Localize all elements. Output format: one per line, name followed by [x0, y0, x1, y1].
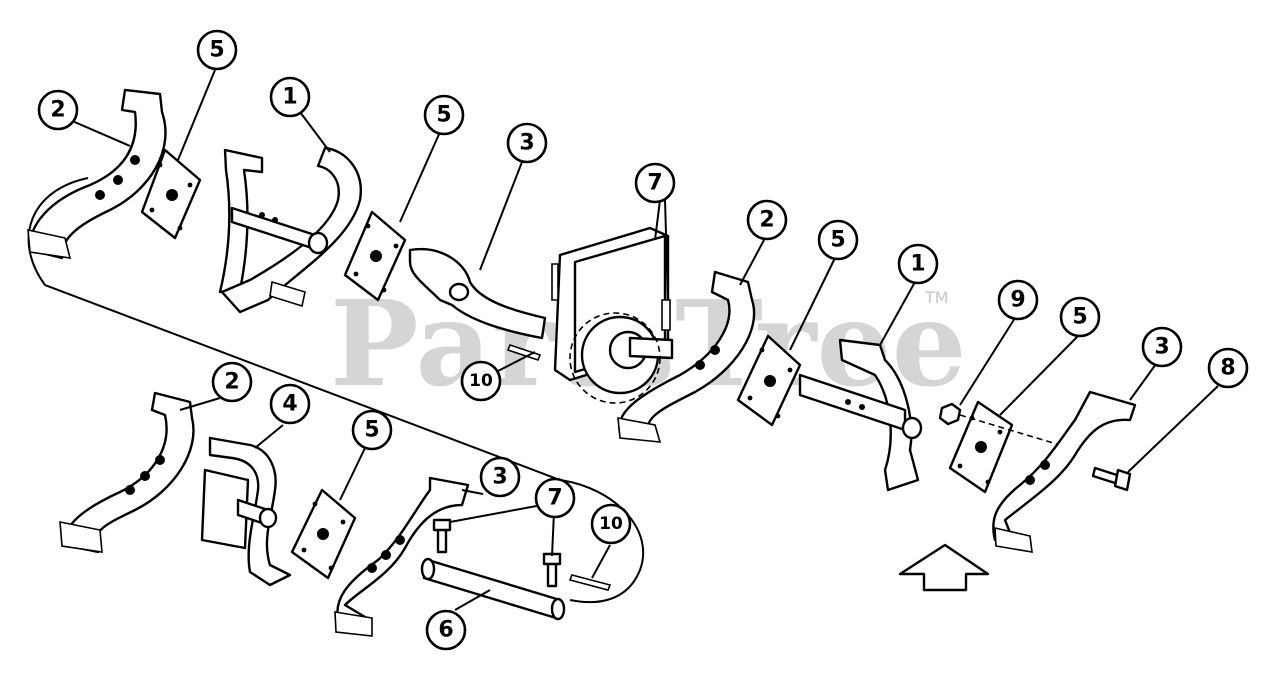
tine-outer-3-upper — [408, 247, 547, 340]
callout-label: 5 — [209, 38, 224, 63]
callout-3: 3 — [479, 456, 521, 498]
tine-outer-3-lower — [334, 476, 470, 637]
callout-label: 3 — [1154, 335, 1169, 360]
tine-assembly-1-right — [798, 338, 923, 492]
tine-assembly-4 — [200, 436, 292, 587]
tine-lower-2 — [59, 391, 195, 554]
cotter-pin-lower — [568, 574, 612, 591]
callout-7: 7 — [634, 162, 676, 204]
callout-label: 5 — [1072, 305, 1087, 330]
watermark-trademark: TM — [924, 288, 949, 307]
callout-10: 10 — [460, 360, 502, 402]
callout-5: 5 — [423, 94, 465, 136]
mounting-plate-2 — [343, 210, 407, 302]
callout-7: 7 — [534, 477, 576, 519]
tine-center-2 — [617, 270, 756, 443]
callout-2: 2 — [211, 361, 253, 403]
callout-label: 3 — [519, 131, 534, 156]
callout-9: 9 — [997, 279, 1039, 321]
callout-2: 2 — [37, 89, 79, 131]
mounting-plate-5 — [290, 488, 357, 580]
leader-lines — [69, 69, 1219, 611]
callout-label: 10 — [469, 371, 493, 391]
up-arrow-icon — [898, 543, 990, 592]
callout-label: 2 — [50, 98, 65, 123]
callout-8: 8 — [1207, 347, 1249, 389]
callout-2: 2 — [746, 199, 788, 241]
tine-assembly-1 — [218, 146, 362, 314]
tine-left-outer — [27, 88, 167, 260]
bolt-lower-b — [542, 552, 562, 588]
tine-outer-3-right — [992, 390, 1137, 553]
callout-label: 10 — [599, 514, 623, 534]
callout-5: 5 — [817, 219, 859, 261]
callout-label: 5 — [364, 418, 379, 443]
callout-5: 5 — [196, 29, 238, 71]
callout-5: 5 — [351, 409, 393, 451]
axle-shaft — [420, 557, 566, 621]
bolt — [1091, 466, 1132, 492]
callout-label: 1 — [910, 252, 925, 277]
callout-5: 5 — [1059, 296, 1101, 338]
callout-label: 6 — [438, 618, 453, 643]
callout-3: 3 — [506, 122, 548, 164]
callout-label: 5 — [436, 103, 451, 128]
assembly-outline — [27, 177, 645, 604]
cotter-pin-upper — [506, 344, 542, 361]
callout-label: 8 — [1220, 356, 1235, 381]
hex-nut — [938, 402, 962, 426]
alignment-line — [959, 414, 1061, 446]
callout-10: 10 — [590, 503, 632, 545]
mounting-plate-4 — [948, 400, 1014, 494]
callout-label: 3 — [492, 465, 507, 490]
callout-6: 6 — [425, 609, 467, 651]
callout-label: 2 — [759, 208, 774, 233]
callout-label: 4 — [282, 392, 297, 417]
mounting-plate-3 — [736, 334, 802, 427]
bolt-lower-a — [432, 518, 452, 554]
callout-1: 1 — [897, 243, 939, 285]
callout-label: 5 — [830, 228, 845, 253]
callout-1: 1 — [269, 76, 311, 118]
callout-3: 3 — [1141, 326, 1183, 368]
callout-label: 2 — [224, 370, 239, 395]
mounting-plate-1 — [140, 148, 202, 240]
callout-label: 7 — [647, 171, 662, 196]
callout-label: 7 — [547, 486, 562, 511]
callout-label: 9 — [1010, 288, 1025, 313]
callout-label: 1 — [282, 85, 297, 110]
callout-4: 4 — [269, 383, 311, 425]
gearbox-housing — [551, 226, 674, 404]
